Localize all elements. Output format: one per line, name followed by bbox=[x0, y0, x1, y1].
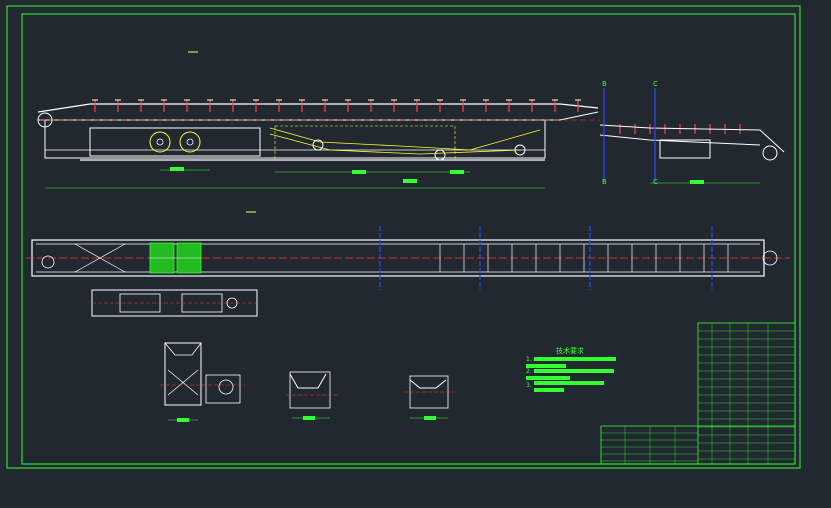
title-block bbox=[600, 322, 796, 465]
technical-notes: 技术要求 1. 2. 3. bbox=[526, 346, 616, 392]
plan-view bbox=[26, 211, 790, 317]
section-views bbox=[160, 342, 455, 422]
note-3: 3. bbox=[526, 382, 532, 389]
inner-frame bbox=[21, 13, 796, 465]
section-mark-b-bottom: B bbox=[602, 178, 607, 186]
outer-frame bbox=[6, 5, 801, 469]
note-1: 1. bbox=[526, 356, 532, 363]
elevation-view: B B C C bbox=[37, 51, 785, 189]
note-2: 2. bbox=[526, 368, 532, 375]
section-mark-c-top: C bbox=[653, 80, 658, 88]
section-mark-c-bottom: C bbox=[653, 178, 658, 186]
section-mark-b-top: B bbox=[602, 80, 607, 88]
notes-title: 技术要求 bbox=[556, 346, 584, 355]
